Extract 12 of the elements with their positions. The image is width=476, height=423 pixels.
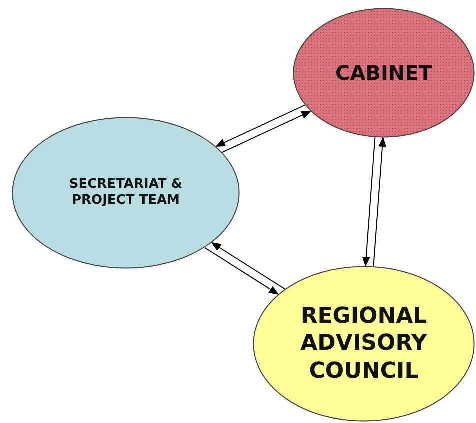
arrow xyxy=(373,137,387,267)
arrow xyxy=(211,242,286,290)
arrow xyxy=(222,111,312,153)
arrow xyxy=(215,104,306,148)
node-label: SECRETARIAT & PROJECT TEAM xyxy=(68,176,184,210)
arrow xyxy=(362,137,376,267)
oval-node xyxy=(12,117,240,269)
node-label: CABINET xyxy=(334,60,434,86)
oval-node xyxy=(253,266,475,422)
arrow xyxy=(204,247,280,295)
node-label: REGIONAL ADVISORY COUNCIL xyxy=(300,302,428,386)
oval-node xyxy=(293,8,475,138)
